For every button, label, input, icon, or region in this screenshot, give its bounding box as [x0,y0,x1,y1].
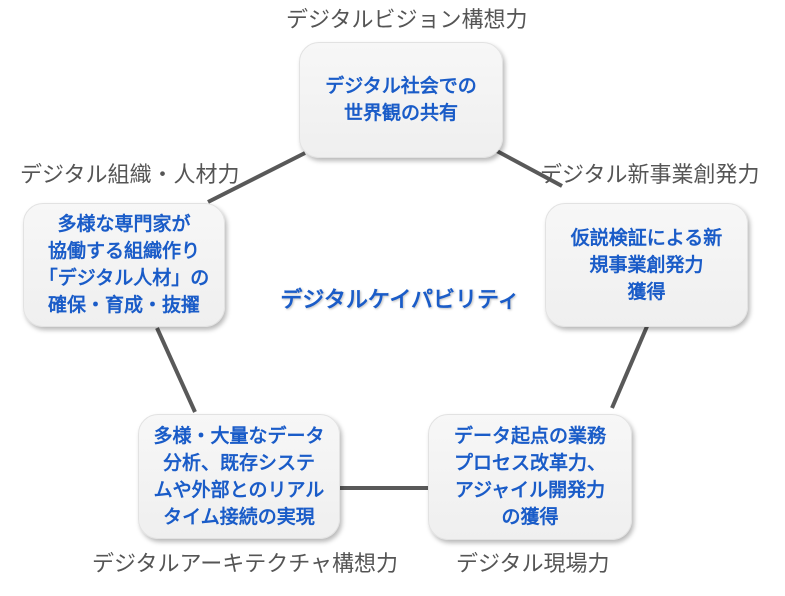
node-vision: デジタル社会での 世界観の共有 [299,42,503,158]
capability-label-field: デジタル現場力 [456,552,610,577]
node-organization-text: 多様な専門家が 協働する組織作り 「デジタル人材」の 確保・育成・抜擢 [39,211,210,319]
node-line: 確保・育成・抜擢 [47,294,200,316]
node-line: デジタル社会での [325,75,477,97]
node-line: 「デジタル人材」の [38,267,210,289]
node-new-business-text: 仮説検証による新 規事業創発力 獲得 [571,225,722,306]
node-line: 多様・大量なデータ [153,424,325,447]
node-architecture: 多様・大量なデータ 分析、既存システ ムや外部とのリアル タイム接続の実現 [138,414,340,539]
node-field-text: データ起点の業務 プロセス改革力、 アジャイル開発力 の獲得 [454,423,606,531]
node-field: データ起点の業務 プロセス改革力、 アジャイル開発力 の獲得 [428,414,632,540]
capability-label-organization: デジタル組織・人材力 [20,163,240,188]
node-vision-text: デジタル社会での 世界観の共有 [325,73,477,127]
node-line: タイム接続の実現 [163,505,315,528]
connector-new-business-field [610,323,650,409]
connector-organization-vision [207,151,306,204]
node-new-business: 仮説検証による新 規事業創発力 獲得 [545,203,748,327]
connector-vision-new-business [494,148,563,188]
node-line: ムや外部とのリアル [153,478,325,501]
node-line: 協働する組織作り [47,240,200,262]
node-line: の獲得 [501,506,559,528]
node-line: アジャイル開発力 [454,479,606,501]
node-line: 分析、既存システ [162,451,315,474]
node-line: 仮説検証による新 [570,226,723,249]
capability-label-new-business: デジタル新事業創発力 [540,163,760,188]
node-line: プロセス改革力、 [453,452,606,474]
node-organization: 多様な専門家が 協働する組織作り 「デジタル人材」の 確保・育成・抜擢 [23,203,225,327]
node-line: 多様な専門家が [57,213,191,235]
center-title: デジタルケイパビリティ [280,288,520,313]
node-line: 規事業創発力 [589,253,704,276]
node-line: 世界観の共有 [343,102,458,124]
node-line: 獲得 [627,280,666,303]
connector-architecture-organization [155,327,197,413]
capability-label-vision: デジタルビジョン構想力 [286,8,528,33]
node-line: データ起点の業務 [453,425,606,447]
node-architecture-text: 多様・大量なデータ 分析、既存システ ムや外部とのリアル タイム接続の実現 [153,423,324,531]
capability-label-architecture: デジタルアーキテクチャ構想力 [92,552,399,577]
